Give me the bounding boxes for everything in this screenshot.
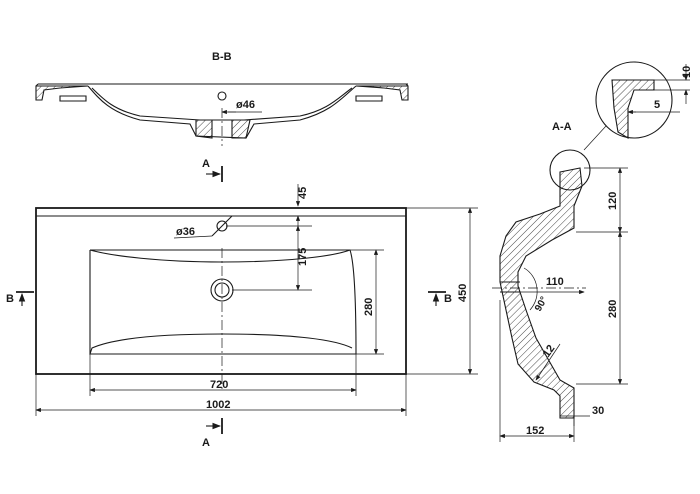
section-aa: A-A 120 280 110 90° 12 30 152	[492, 121, 628, 442]
dim-faucet-offset: 45	[297, 187, 309, 199]
dim-overall-depth: 450	[457, 284, 469, 302]
section-bb: B-B ø46	[35, 51, 409, 146]
cut-b-right: B	[444, 293, 452, 305]
dim-aa-lip: 30	[592, 405, 604, 417]
detail-view: 10 5	[595, 61, 693, 139]
dim-basin-depth: 280	[363, 298, 375, 316]
dim-detail-rim-width: 5	[654, 99, 660, 111]
dim-overall-width: 1002	[206, 399, 230, 411]
top-view: A A B B ø36 45 175	[6, 158, 478, 449]
cut-b-left: B	[6, 293, 14, 305]
dim-drain-offset: 175	[297, 248, 309, 266]
section-bb-title: B-B	[212, 51, 232, 63]
dim-aa-basin: 280	[607, 300, 619, 318]
dim-aa-wall: 12	[541, 343, 558, 360]
drain-hole-label: ø46	[236, 99, 255, 111]
dim-aa-height: 152	[526, 425, 544, 437]
dim-aa-angle: 90°	[533, 295, 550, 314]
cut-a-top: A	[202, 158, 210, 170]
section-aa-title: A-A	[552, 121, 572, 133]
dim-aa-drain: 110	[546, 276, 564, 288]
faucet-hole-label: ø36	[176, 226, 195, 238]
dim-detail-rim-height: 10	[681, 66, 693, 78]
dim-basin-width: 720	[210, 379, 228, 391]
cut-a-bottom: A	[202, 437, 210, 449]
dim-aa-top: 120	[607, 192, 619, 210]
